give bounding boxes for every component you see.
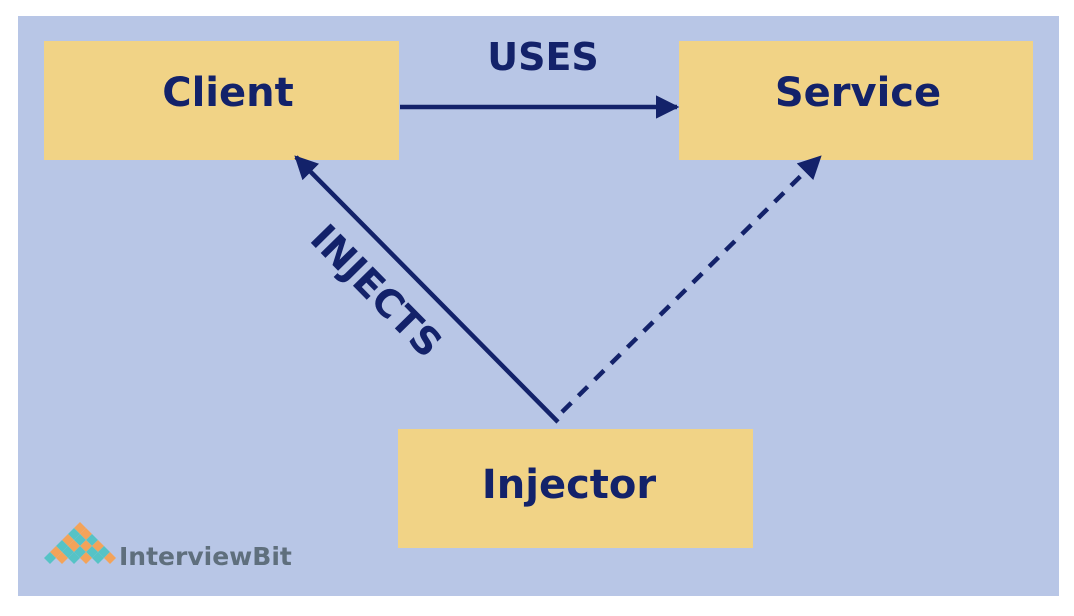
wordmark-interview: Interview	[119, 542, 252, 571]
client-node: Client	[44, 41, 399, 160]
wordmark-bit: Bit	[252, 542, 292, 571]
service-label: Service	[775, 70, 941, 116]
provides-edge	[560, 155, 822, 414]
service-node: Service	[679, 41, 1033, 160]
interviewbit-wordmark: InterviewBit	[119, 542, 292, 571]
injector-node: Injector	[398, 429, 753, 548]
client-box	[44, 41, 399, 160]
injector-label: Injector	[482, 462, 657, 508]
uses-edge: USES	[400, 35, 680, 119]
interviewbit-logo: InterviewBit	[44, 522, 292, 571]
injector-box	[398, 429, 753, 548]
client-label: Client	[162, 70, 294, 116]
uses-label: USES	[487, 35, 599, 79]
provides-dashed-arrow	[560, 155, 822, 414]
interviewbit-logo-mark	[44, 522, 116, 564]
service-box	[679, 41, 1033, 160]
injects-arrow	[294, 155, 560, 424]
